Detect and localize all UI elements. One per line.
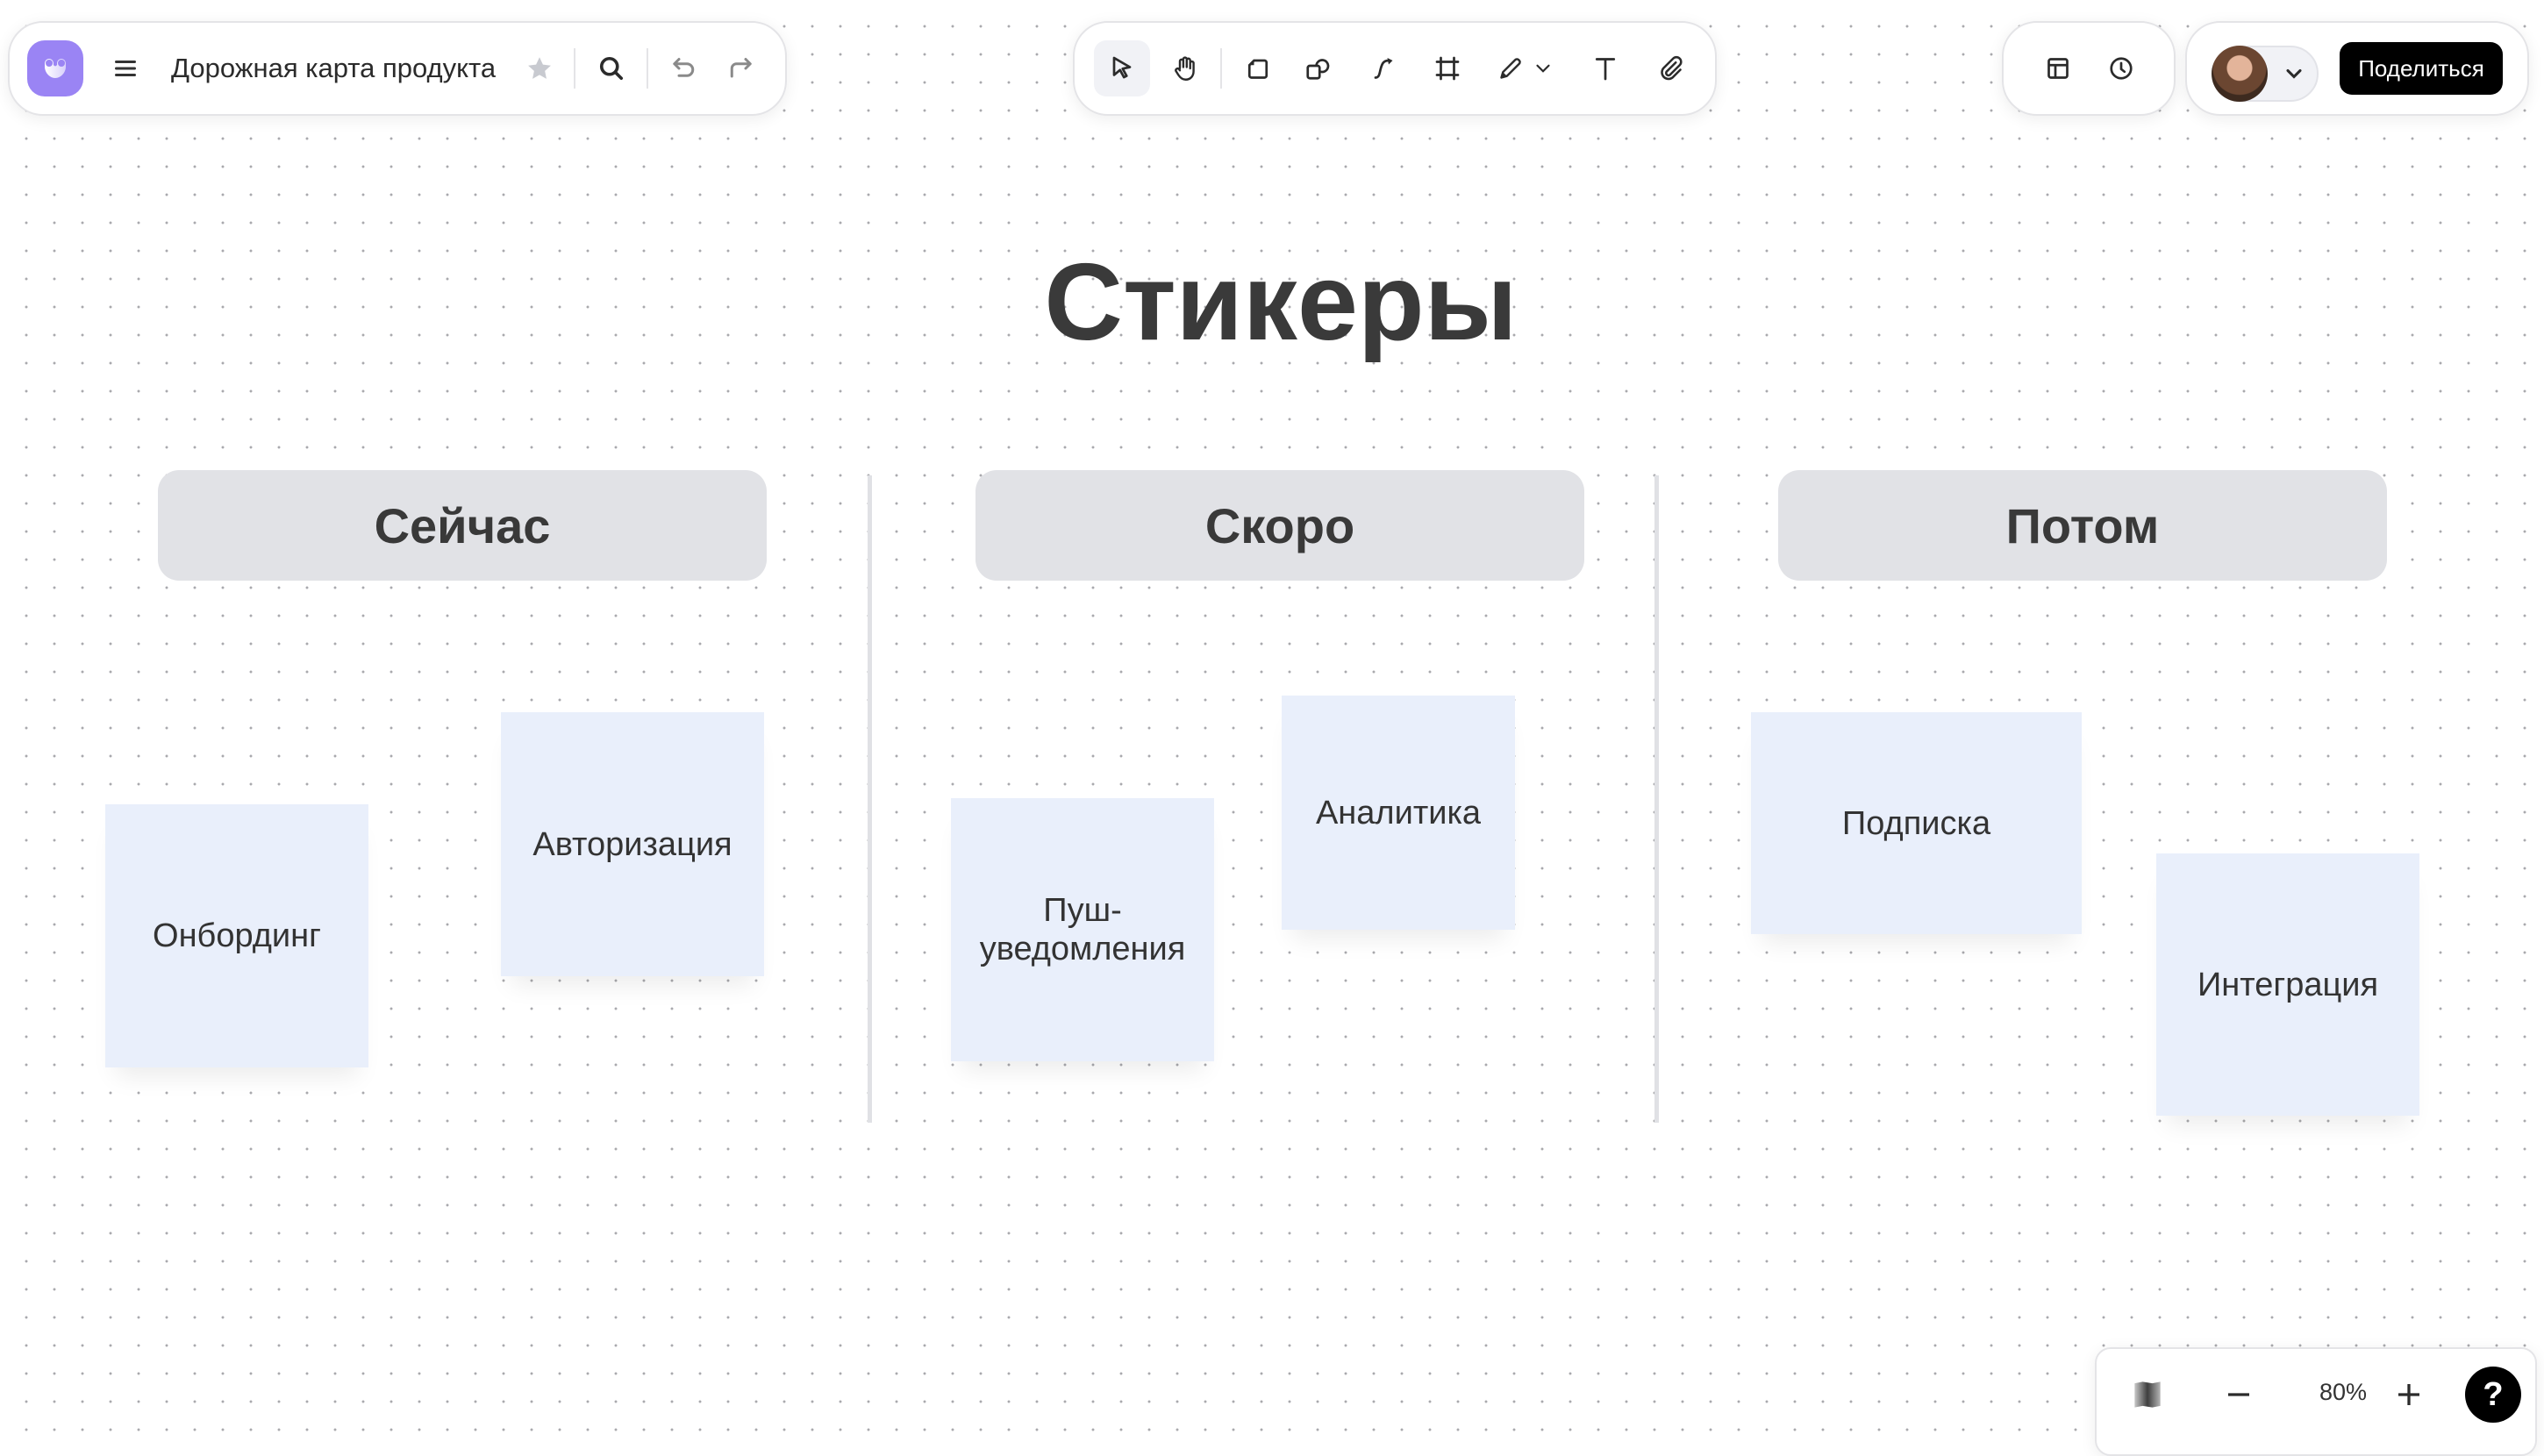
templates-button[interactable]: [2030, 40, 2086, 96]
search-icon: [599, 56, 624, 81]
connector-icon: [1374, 58, 1393, 79]
redo-icon: [730, 58, 752, 78]
sticky-note[interactable]: Интеграция: [2156, 853, 2419, 1116]
zoom-in-button[interactable]: [2381, 1367, 2437, 1423]
column-divider[interactable]: [868, 475, 872, 1123]
minimap-button[interactable]: [2119, 1367, 2176, 1423]
tool-shapes[interactable]: [1290, 40, 1346, 96]
pencil-icon: [1500, 58, 1521, 79]
document-title[interactable]: Дорожная карта продукта: [171, 53, 497, 83]
history-button[interactable]: [2093, 40, 2149, 96]
chevron-down-icon: [1536, 64, 1550, 73]
hand-icon: [1175, 56, 1195, 81]
app-logo-button[interactable]: [27, 40, 83, 96]
help-icon: ?: [2483, 1375, 2504, 1413]
sticky-note[interactable]: Аналитика: [1282, 696, 1515, 930]
menu-button[interactable]: [97, 40, 154, 96]
avatar: [2212, 46, 2268, 102]
minus-icon: [2228, 1393, 2249, 1396]
plus-icon: [2398, 1384, 2419, 1405]
tool-select[interactable]: [1094, 40, 1150, 96]
zoom-controls: 80% ?: [2095, 1347, 2537, 1456]
chevron-down-icon: [2286, 68, 2302, 79]
board-title[interactable]: Стикеры: [1044, 242, 1518, 363]
sticky-note[interactable]: Онбординг: [105, 804, 368, 1067]
toolbar-divider: [574, 48, 575, 89]
toolbar-divider: [647, 48, 648, 89]
toolbar-divider: [1220, 48, 1222, 89]
app-logo-icon: [45, 59, 66, 78]
cursor-icon: [1112, 56, 1132, 79]
tool-attach[interactable]: [1643, 40, 1699, 96]
column-divider[interactable]: [1654, 475, 1659, 1123]
undo-icon: [673, 58, 695, 77]
redo-button[interactable]: [712, 40, 768, 96]
undo-button[interactable]: [656, 40, 712, 96]
clock-icon: [2110, 57, 2133, 80]
minimap-icon: [2134, 1381, 2161, 1408]
document-toolbar: Дорожная карта продукта: [8, 21, 787, 116]
column-header-now[interactable]: Сейчас: [158, 470, 767, 581]
sticky-note[interactable]: Авторизация: [501, 712, 764, 976]
hamburger-menu-icon: [115, 61, 136, 76]
view-toolbar: [2002, 21, 2176, 116]
tool-frame[interactable]: [1419, 40, 1476, 96]
star-icon: [528, 57, 551, 79]
sticky-note-icon: [1247, 59, 1268, 79]
sticky-note[interactable]: Подписка: [1751, 712, 2082, 934]
frame-icon: [1435, 56, 1460, 81]
sticky-note[interactable]: Пуш-уведомления: [951, 798, 1214, 1061]
tool-connector[interactable]: [1355, 40, 1411, 96]
help-button[interactable]: ?: [2465, 1367, 2521, 1423]
account-menu-button[interactable]: [2212, 46, 2319, 102]
favorite-button[interactable]: [511, 40, 568, 96]
paperclip-icon: [1661, 55, 1683, 81]
tool-hand[interactable]: [1157, 40, 1213, 96]
zoom-out-button[interactable]: [2211, 1367, 2267, 1423]
text-icon: [1595, 58, 1616, 81]
share-button[interactable]: Поделиться: [2340, 42, 2503, 95]
tool-text[interactable]: [1577, 40, 1633, 96]
account-toolbar: Поделиться: [2185, 21, 2529, 116]
layout-icon: [2047, 58, 2069, 79]
tool-pen[interactable]: [1483, 40, 1539, 96]
zoom-level[interactable]: 80%: [2319, 1379, 2368, 1405]
column-header-later[interactable]: Потом: [1778, 470, 2387, 581]
search-button[interactable]: [583, 40, 640, 96]
column-header-soon[interactable]: Скоро: [975, 470, 1584, 581]
tools-toolbar: [1073, 21, 1717, 116]
pen-options-dropdown[interactable]: [1528, 40, 1558, 96]
shapes-icon: [1306, 59, 1330, 80]
tool-sticky-note[interactable]: [1230, 40, 1286, 96]
